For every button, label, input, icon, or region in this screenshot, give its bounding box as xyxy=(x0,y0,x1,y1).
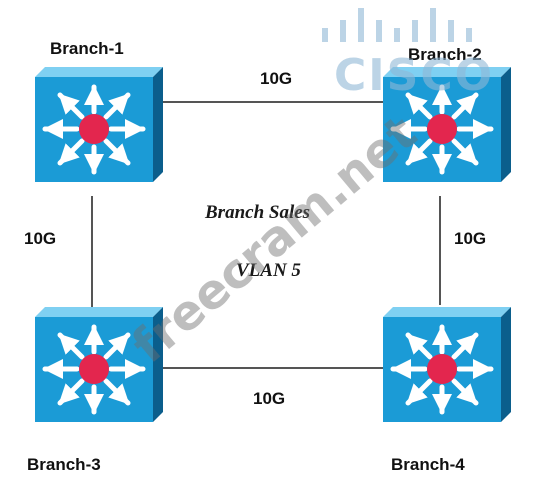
label-branch-3: Branch-3 xyxy=(27,455,101,474)
vlan-id: VLAN 5 xyxy=(236,260,301,281)
speed-label-b3-b4: 10G xyxy=(253,389,285,408)
label-branch-2: Branch-2 xyxy=(408,45,482,64)
label-branch-1: Branch-1 xyxy=(50,39,124,58)
vlan-name: Branch Sales xyxy=(204,202,310,223)
switch-icon-branch-1[interactable] xyxy=(35,67,163,182)
label-branch-4: Branch-4 xyxy=(391,455,465,474)
switch-icon-branch-4[interactable] xyxy=(383,307,511,422)
speed-label-b1-b2: 10G xyxy=(260,69,292,88)
cisco-logo-icon xyxy=(322,8,472,42)
speed-label-b2-b4: 10G xyxy=(454,229,486,248)
site-watermark: freecram.net xyxy=(122,105,428,374)
cisco-brand-watermark: CISCO xyxy=(334,50,494,101)
speed-label-b1-b3: 10G xyxy=(24,229,56,248)
